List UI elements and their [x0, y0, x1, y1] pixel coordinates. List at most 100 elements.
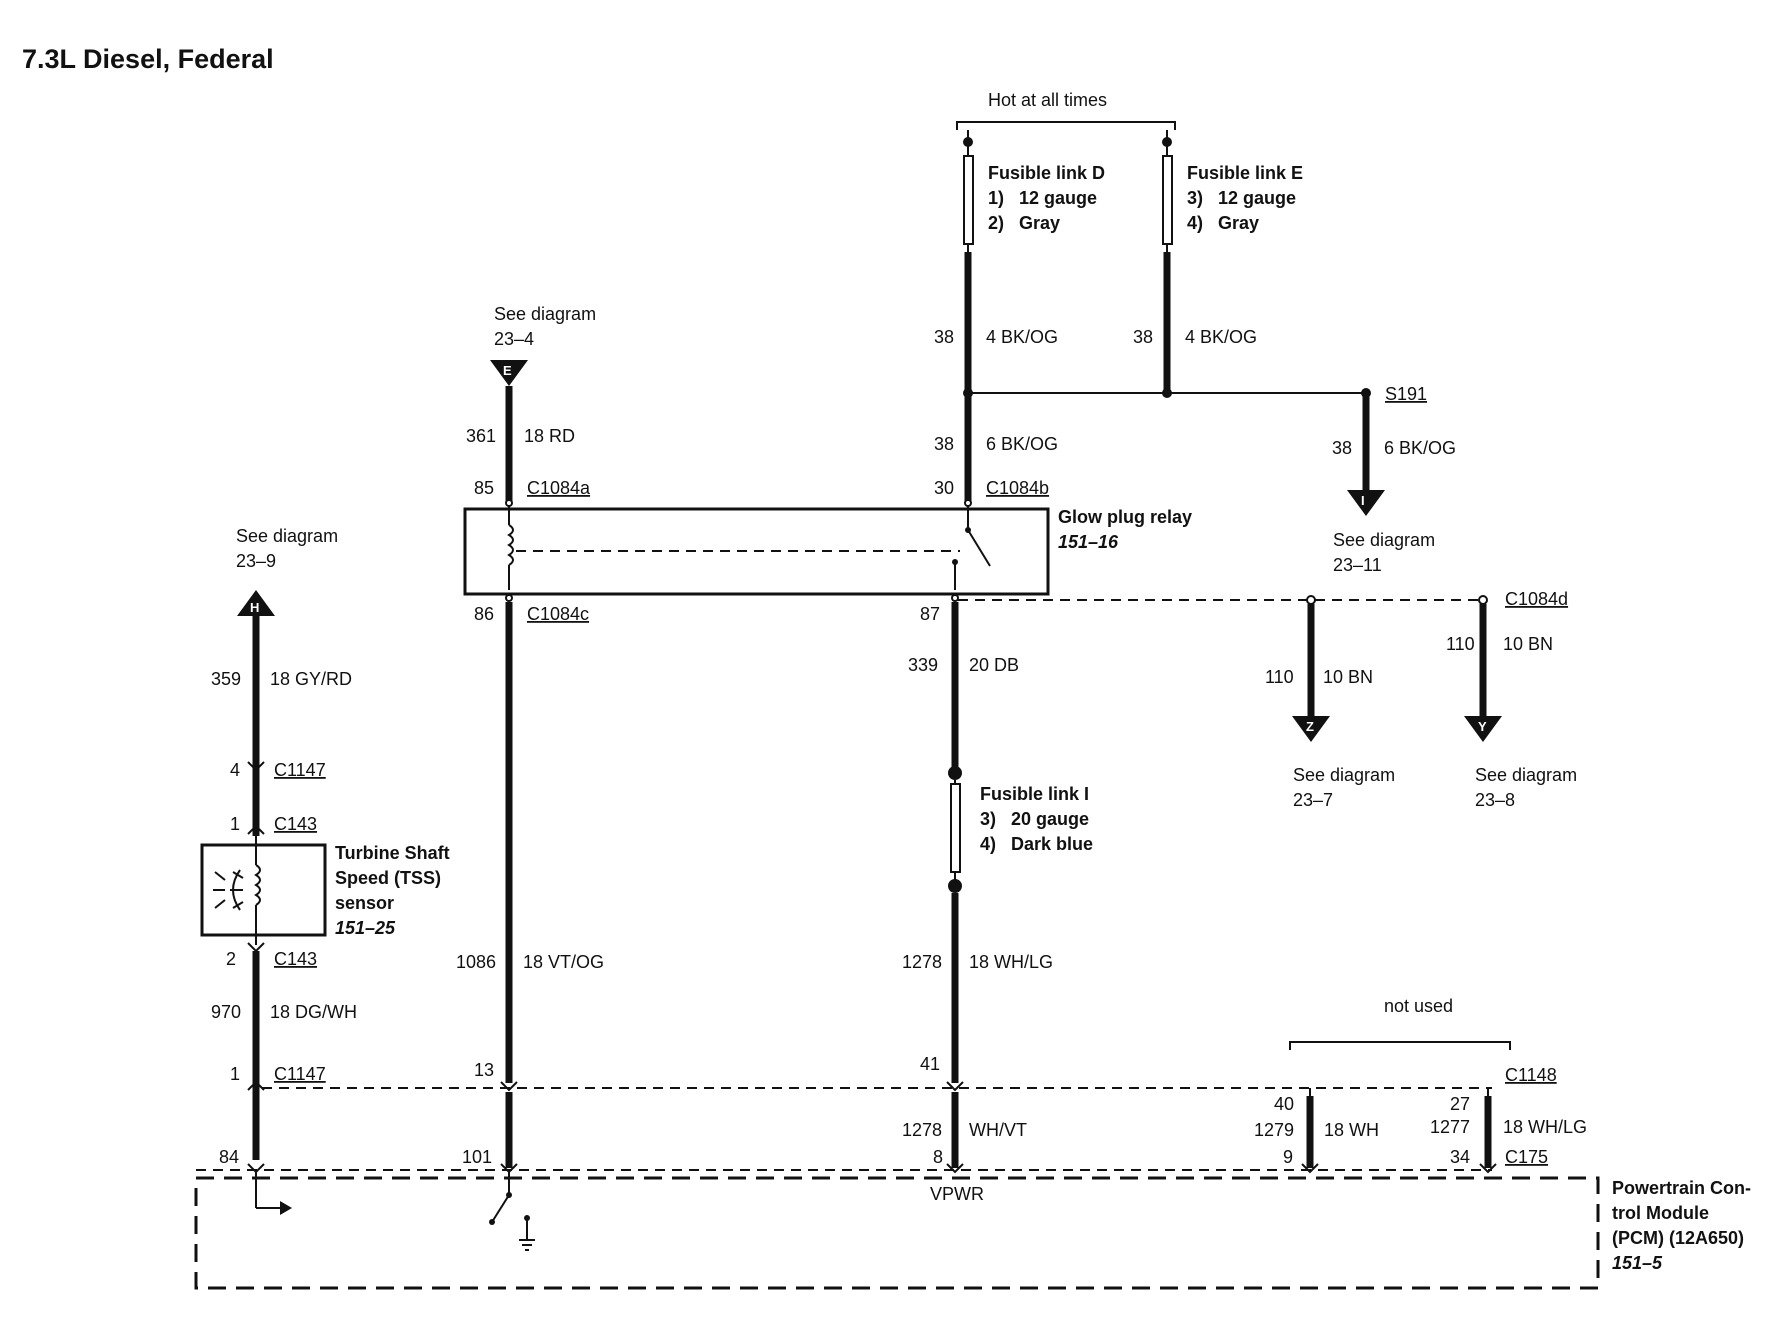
- c143-bottom-label: C143: [274, 949, 317, 969]
- pin-27: 27: [1450, 1094, 1470, 1114]
- wire-1086-circuit: 1086: [456, 952, 496, 972]
- wire-359-gauge: 18 GY/RD: [270, 669, 352, 689]
- ref-y-see: See diagram: [1475, 765, 1577, 785]
- c1147-bottom-pin: [247, 1080, 265, 1091]
- tss-ref: 151–25: [335, 918, 396, 938]
- ref-z-see: See diagram: [1293, 765, 1395, 785]
- pin-2: 2: [226, 949, 236, 969]
- fusible-e-name: Fusible link E: [1187, 163, 1303, 183]
- pin-40: 40: [1274, 1094, 1294, 1114]
- fusible-e-gauge: 3) 12 gauge: [1187, 188, 1296, 208]
- c1084d-pin-y: [1478, 595, 1488, 605]
- ref-i-ref: 23–11: [1333, 555, 1382, 575]
- c143-top-pin: [247, 824, 265, 835]
- wire-38-gauge-d: 4 BK/OG: [986, 327, 1058, 347]
- diagram-title: 7.3L Diesel, Federal: [22, 44, 274, 74]
- tss-name-2: Speed (TSS): [335, 868, 441, 888]
- ref-e-see: See diagram: [494, 304, 596, 324]
- hot-at-all-times-label: Hot at all times: [988, 90, 1107, 110]
- ref-z-letter: Z: [1306, 719, 1314, 734]
- pcm-switch-arm: [491, 1194, 510, 1223]
- pin-9: 9: [1283, 1147, 1293, 1167]
- c175-pin-8: [946, 1163, 964, 1174]
- pcm-name-3: (PCM) (12A650): [1612, 1228, 1744, 1248]
- hot-bracket: [956, 121, 1176, 130]
- ref-arrow-h: [237, 590, 275, 616]
- relay-coil: [507, 524, 514, 566]
- wire-38-circuit-relay: 38: [934, 434, 954, 454]
- s191-label: S191: [1385, 384, 1427, 404]
- pin-86: 86: [474, 604, 494, 624]
- pin-34: 34: [1450, 1147, 1470, 1167]
- fusible-e-color: 4) Gray: [1187, 213, 1259, 233]
- ref-y-ref: 23–8: [1475, 790, 1515, 810]
- wire-38-circuit-i: 38: [1332, 438, 1352, 458]
- wire-361-circuit: 361: [466, 426, 496, 446]
- ref-y-letter: Y: [1478, 719, 1487, 734]
- pin-41: 41: [920, 1054, 940, 1074]
- fusible-i-top-terminal: [948, 766, 962, 780]
- ref-h-see: See diagram: [236, 526, 338, 546]
- ref-arrow-z: [1292, 716, 1330, 742]
- wire-110-circuit-z: 110: [1265, 667, 1294, 687]
- pin-1a: 1: [230, 814, 240, 834]
- relay-switch-arm: [967, 529, 991, 567]
- wire-1277-gauge: 18 WH/LG: [1503, 1117, 1587, 1137]
- c1084-87-pin: [951, 594, 959, 602]
- ground-icon: [519, 1215, 535, 1251]
- c175-pin-9: [1301, 1163, 1319, 1174]
- wire-361-gauge: 18 RD: [524, 426, 575, 446]
- wire-1278b-gauge: WH/VT: [969, 1120, 1027, 1140]
- pin-30: 30: [934, 478, 954, 498]
- wire-38-circuit-d: 38: [934, 327, 954, 347]
- c1084a-label: C1084a: [527, 478, 591, 498]
- pcm-vpwr-label: VPWR: [930, 1184, 984, 1204]
- pcm-name-1: Powertrain Con-: [1612, 1178, 1751, 1198]
- fusible-d-gauge: 1) 12 gauge: [988, 188, 1097, 208]
- pin-4: 4: [230, 760, 240, 780]
- fusible-link-d: [963, 155, 974, 245]
- ref-e-letter: E: [503, 363, 512, 378]
- glow-relay-ref: 151–16: [1058, 532, 1119, 552]
- splice-node-e: [1162, 388, 1172, 398]
- ref-arrow-y: [1464, 716, 1502, 742]
- wire-110-circuit-y: 110: [1446, 634, 1475, 654]
- ref-h-ref: 23–9: [236, 551, 276, 571]
- c1147-top-label: C1147: [274, 760, 326, 780]
- wire-339-gauge: 20 DB: [969, 655, 1019, 675]
- glow-plug-relay: [463, 507, 1050, 596]
- glow-relay-name: Glow plug relay: [1058, 507, 1192, 527]
- pcm-tss-input-icon: [280, 1201, 292, 1215]
- wire-1278-circuit: 1278: [902, 952, 942, 972]
- c1148-label: C1148: [1505, 1065, 1557, 1085]
- wire-110-gauge-y: 10 BN: [1503, 634, 1553, 654]
- fusible-d-color: 2) Gray: [988, 213, 1060, 233]
- fusible-d-name: Fusible link D: [988, 163, 1105, 183]
- pin-13: 13: [474, 1060, 494, 1080]
- ref-z-ref: 23–7: [1293, 790, 1333, 810]
- ref-i-see: See diagram: [1333, 530, 1435, 550]
- pin-87: 87: [920, 604, 940, 624]
- c1147-top-pin: [247, 761, 265, 772]
- wire-1279-gauge: 18 WH: [1324, 1120, 1379, 1140]
- pcm-switch-end: [489, 1219, 495, 1225]
- wire-1086-gauge: 18 VT/OG: [523, 952, 604, 972]
- ref-arrow-e: [490, 360, 528, 386]
- c1084b-pin: [964, 499, 972, 507]
- pin-85: 85: [474, 478, 494, 498]
- wire-38-gauge-relay: 6 BK/OG: [986, 434, 1058, 454]
- ref-h-letter: H: [250, 600, 259, 615]
- relay-contact-point: [952, 559, 958, 565]
- ref-arrow-i: [1347, 490, 1385, 516]
- pin-1b: 1: [230, 1064, 240, 1084]
- pcm-module: [194, 1176, 1600, 1290]
- c1084c-pin: [505, 594, 513, 602]
- c1148-pin-13: [500, 1081, 518, 1092]
- fusible-link-i: [950, 783, 961, 873]
- wire-970-circuit: 970: [211, 1002, 241, 1022]
- tss-sensor: [200, 843, 327, 937]
- fusible-i-gauge: 3) 20 gauge: [980, 809, 1089, 829]
- wire-1278b-circuit: 1278: [902, 1120, 942, 1140]
